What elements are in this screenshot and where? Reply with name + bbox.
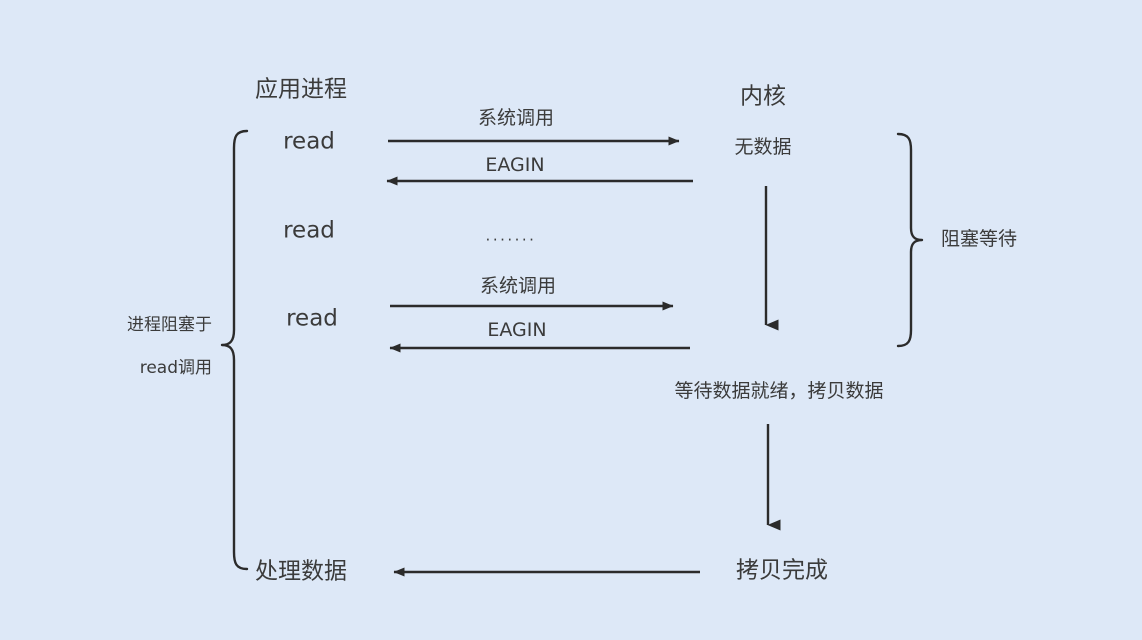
app-step-read-3: read [286, 305, 338, 332]
right-brace [896, 132, 924, 348]
arrow-label-eagin-1: EAGIN [485, 154, 545, 177]
left-brace-label-line2: read调用 [139, 357, 212, 378]
left-brace [220, 129, 249, 571]
page-title-app-process: 应用进程 [255, 76, 347, 103]
kernel-step-wait-copy: 等待数据就绪，拷贝数据 [674, 380, 884, 403]
right-brace-label: 阻塞等待 [941, 228, 1018, 251]
app-step-read-1: read [283, 128, 335, 155]
app-step-process-data: 处理数据 [255, 558, 347, 585]
kernel-step-copy-done: 拷贝完成 [736, 557, 828, 584]
kernel-step-no-data: 无数据 [734, 136, 792, 159]
arrow-label-eagin-2: EAGIN [487, 319, 547, 342]
left-brace-label-line1: 进程阻塞于 [127, 315, 212, 336]
app-step-read-2: read [283, 217, 335, 244]
page-title-kernel: 内核 [740, 83, 786, 110]
arrow-label-syscall-1: 系统调用 [477, 107, 555, 130]
arrow-label-syscall-2: 系统调用 [479, 275, 557, 298]
arrow-label-ellipsis: ....... [485, 226, 537, 245]
left-brace-label: 进程阻塞于 read调用 [105, 294, 212, 400]
